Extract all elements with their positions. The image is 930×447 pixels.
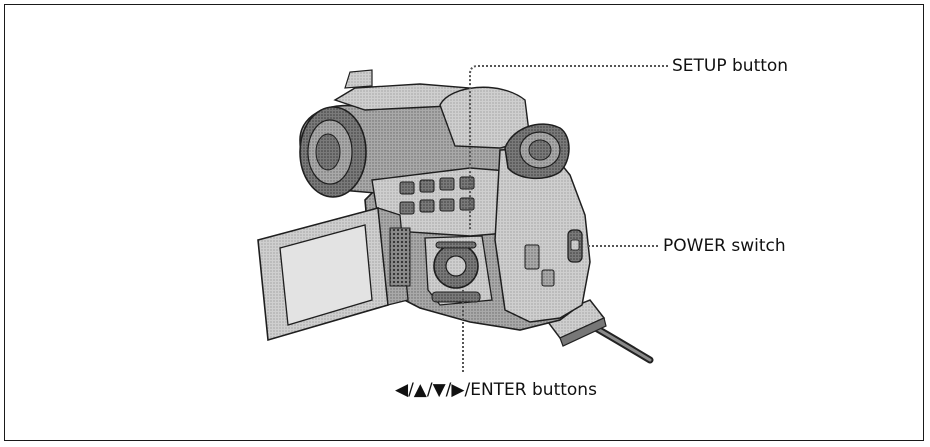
lcd-panel bbox=[257, 206, 411, 342]
multi-selector-buttons bbox=[431, 241, 481, 303]
diagram-frame bbox=[4, 4, 924, 441]
setup-button-label: SETUP button bbox=[672, 56, 789, 76]
power-switch-area bbox=[524, 229, 583, 287]
power-switch-label: POWER switch bbox=[663, 236, 786, 256]
camcorder-body bbox=[299, 69, 591, 331]
leader-lines bbox=[462, 65, 668, 372]
enter-buttons-label: ◀/▲/▼/▶/ENTER buttons bbox=[395, 380, 597, 400]
setup-leader-line bbox=[469, 65, 668, 230]
